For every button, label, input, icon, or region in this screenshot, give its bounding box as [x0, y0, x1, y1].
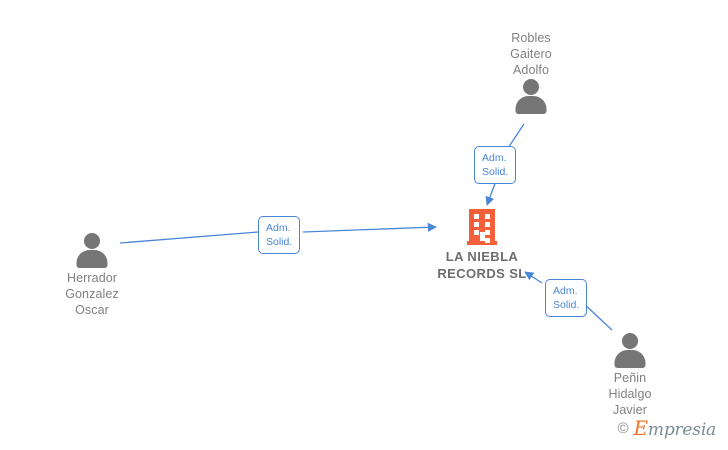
relation-badge-robles[interactable]: Adm. Solid.: [474, 146, 517, 184]
person-head: [84, 233, 100, 249]
person-body: [614, 350, 646, 368]
relation-badge-penin[interactable]: Adm. Solid.: [545, 279, 588, 317]
person-head: [523, 79, 539, 95]
person-icon: [511, 78, 551, 116]
building-door: [479, 232, 485, 241]
building-window: [474, 222, 479, 227]
node-la-niebla-records-sl[interactable]: LA NIEBLA RECORDS SL: [402, 209, 562, 282]
copyright-symbol: ©: [617, 419, 629, 437]
node-penin-hidalgo-javier[interactable]: Peñin Hidalgo Javier: [570, 332, 690, 418]
building-window: [485, 230, 490, 235]
person-label: Peñin Hidalgo Javier: [608, 371, 652, 417]
watermark: © Empresia: [617, 416, 716, 440]
brand-initial: E: [633, 416, 649, 440]
company-label: LA NIEBLA RECORDS SL: [437, 249, 527, 281]
person-body: [76, 250, 108, 268]
person-body: [515, 96, 547, 114]
node-robles-gaitero-adolfo[interactable]: Robles Gaitero Adolfo: [471, 30, 591, 116]
building-window: [474, 230, 479, 235]
building-window: [485, 214, 490, 219]
building-window: [485, 238, 490, 243]
building-window: [474, 214, 479, 219]
person-icon: [72, 232, 112, 270]
brand-logo: Empresia: [634, 416, 717, 440]
building-window: [485, 222, 490, 227]
person-icon: [610, 332, 650, 370]
person-label: Robles Gaitero Adolfo: [510, 31, 552, 77]
node-herrador-gonzalez-oscar[interactable]: Herrador Gonzalez Oscar: [32, 232, 152, 318]
edge-robles-to-company: [507, 123, 525, 149]
brand-rest: mpresia: [647, 420, 716, 440]
relation-badge-herrador[interactable]: Adm. Solid.: [258, 216, 301, 254]
building-base: [467, 241, 497, 245]
person-head: [622, 333, 638, 349]
building-icon: [467, 209, 497, 245]
person-label: Herrador Gonzalez Oscar: [65, 271, 119, 317]
